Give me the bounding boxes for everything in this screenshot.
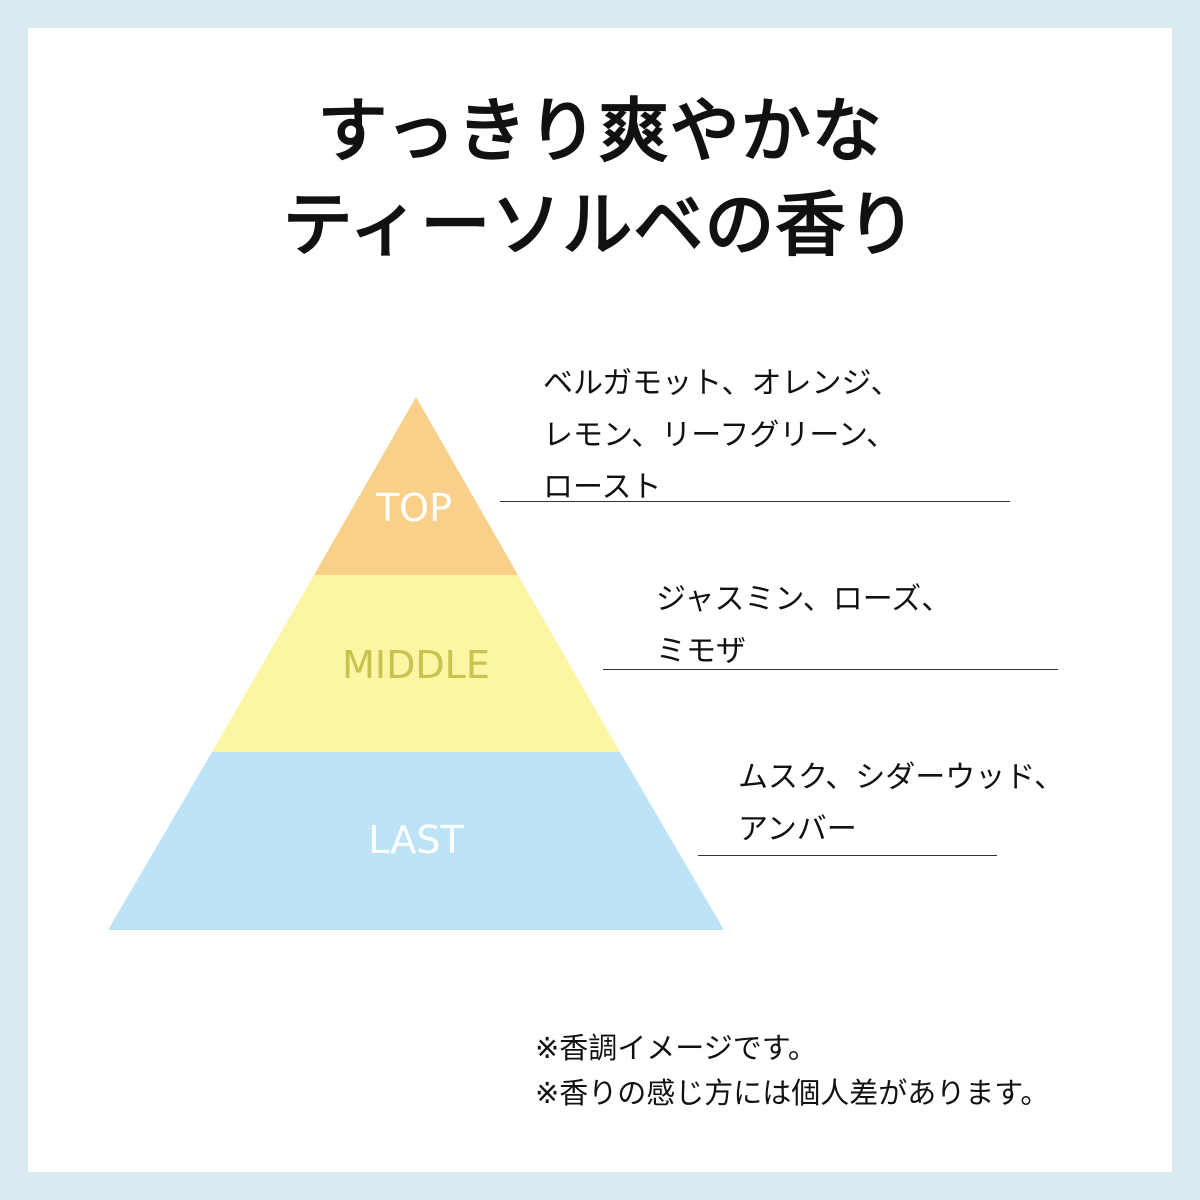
last-notes-divider <box>698 855 997 856</box>
middle-notes-line-2: ミモザ <box>656 634 746 669</box>
top-notes-line-3: ロースト <box>543 470 662 505</box>
content-panel <box>28 28 1172 1172</box>
disclaimer-2: ※香りの感じ方には個人差があります。 <box>535 1076 1050 1110</box>
middle-notes-divider <box>603 669 1058 670</box>
tier-label-top: TOP <box>375 486 452 530</box>
middle-notes-line-1: ジャスミン、ローズ、 <box>656 582 952 617</box>
pyramid-tier-last <box>108 752 724 930</box>
pyramid-tier-middle <box>212 575 620 752</box>
tier-label-last: LAST <box>368 818 464 862</box>
last-notes-line-2: アンバー <box>738 812 857 847</box>
last-notes: ムスク、シダーウッド、 アンバー <box>738 752 1064 856</box>
pyramid-tier-top <box>314 397 518 575</box>
top-notes-line-2: レモン、リーフグリーン、 <box>543 418 897 453</box>
disclaimer-1: ※香調イメージです。 <box>535 1031 817 1065</box>
top-notes-line-1: ベルガモット、オレンジ、 <box>543 366 901 401</box>
title-line-1: すっきり爽やかな <box>317 90 883 172</box>
top-notes-divider <box>500 501 1010 502</box>
middle-notes: ジャスミン、ローズ、 ミモザ <box>656 574 951 678</box>
tier-label-middle: MIDDLE <box>342 643 490 687</box>
title-line-2: ティーソルベの香り <box>282 184 918 266</box>
last-notes-line-1: ムスク、シダーウッド、 <box>738 760 1065 795</box>
top-notes: ベルガモット、オレンジ、 レモン、リーフグリーン、 ロースト <box>543 358 901 514</box>
